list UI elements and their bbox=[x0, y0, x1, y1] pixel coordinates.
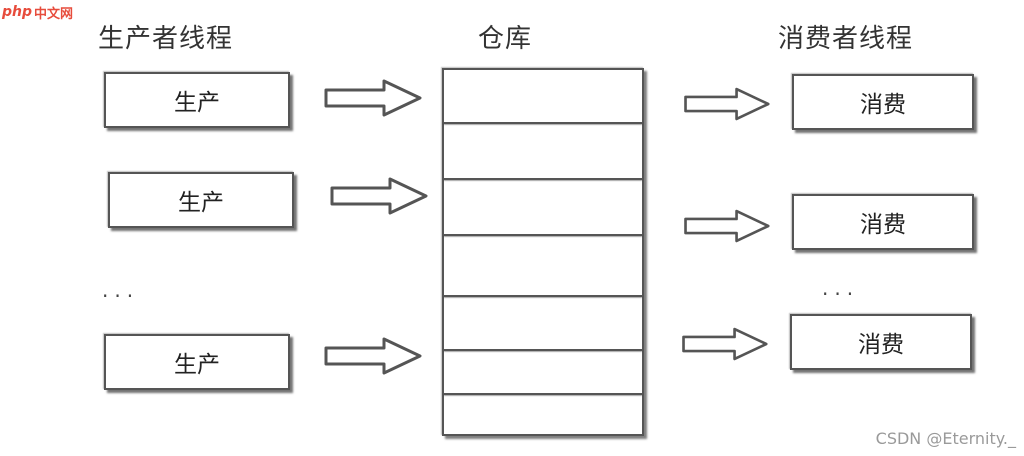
producer-arrow-1 bbox=[324, 79, 422, 117]
consumer-box-1: 消费 bbox=[792, 74, 974, 130]
producer-box-2: 生产 bbox=[108, 172, 294, 228]
warehouse-slot-divider bbox=[444, 122, 642, 124]
consumer-box-2: 消费 bbox=[792, 194, 974, 250]
warehouse-slot-divider bbox=[444, 234, 642, 236]
warehouse-box bbox=[442, 68, 644, 436]
logo-cn-text: 中文网 bbox=[34, 6, 74, 22]
warehouse-slot-divider bbox=[444, 295, 642, 297]
producers-title: 生产者线程 bbox=[98, 24, 234, 54]
warehouse-title: 仓库 bbox=[478, 24, 533, 54]
logo-php-text: php bbox=[2, 4, 33, 20]
consumer-box-3: 消费 bbox=[790, 314, 972, 370]
site-logo: php 中文网 bbox=[2, 2, 84, 22]
consumer-arrow-2 bbox=[684, 209, 770, 243]
warehouse-slot-divider bbox=[444, 178, 642, 180]
warehouse-slot-divider bbox=[444, 393, 642, 395]
consumer-arrow-1 bbox=[684, 87, 770, 121]
watermark: CSDN @Eternity._ bbox=[875, 429, 1016, 448]
producer-box-1: 生产 bbox=[104, 72, 290, 128]
consumers-ellipsis: ... bbox=[822, 276, 860, 300]
producer-box-3: 生产 bbox=[104, 334, 290, 390]
producer-arrow-2 bbox=[330, 177, 428, 215]
producer-arrow-3 bbox=[324, 337, 422, 375]
consumers-title: 消费者线程 bbox=[778, 24, 914, 54]
warehouse-slot-divider bbox=[444, 349, 642, 351]
consumer-arrow-3 bbox=[682, 327, 768, 361]
producers-ellipsis: ... bbox=[102, 278, 140, 302]
